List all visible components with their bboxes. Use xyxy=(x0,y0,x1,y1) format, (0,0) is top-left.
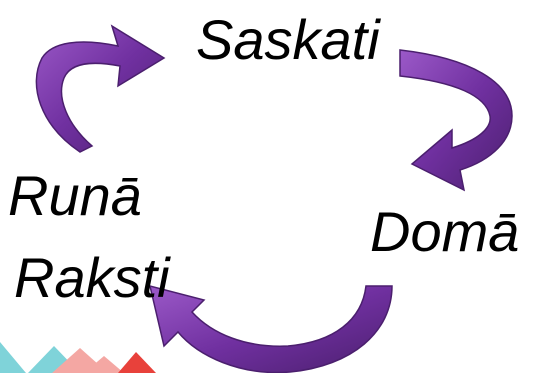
step-label-raksti: Raksti xyxy=(14,246,170,309)
step-label-saskati: Saskati xyxy=(196,8,380,71)
step-label-runa: Runā xyxy=(8,164,142,227)
curved-arrow-icon xyxy=(399,49,513,192)
triangle-decoration-icon xyxy=(0,342,156,373)
step-label-doma: Domā xyxy=(370,200,520,263)
curved-arrow-icon xyxy=(148,284,393,373)
curved-arrow-icon xyxy=(35,24,166,153)
